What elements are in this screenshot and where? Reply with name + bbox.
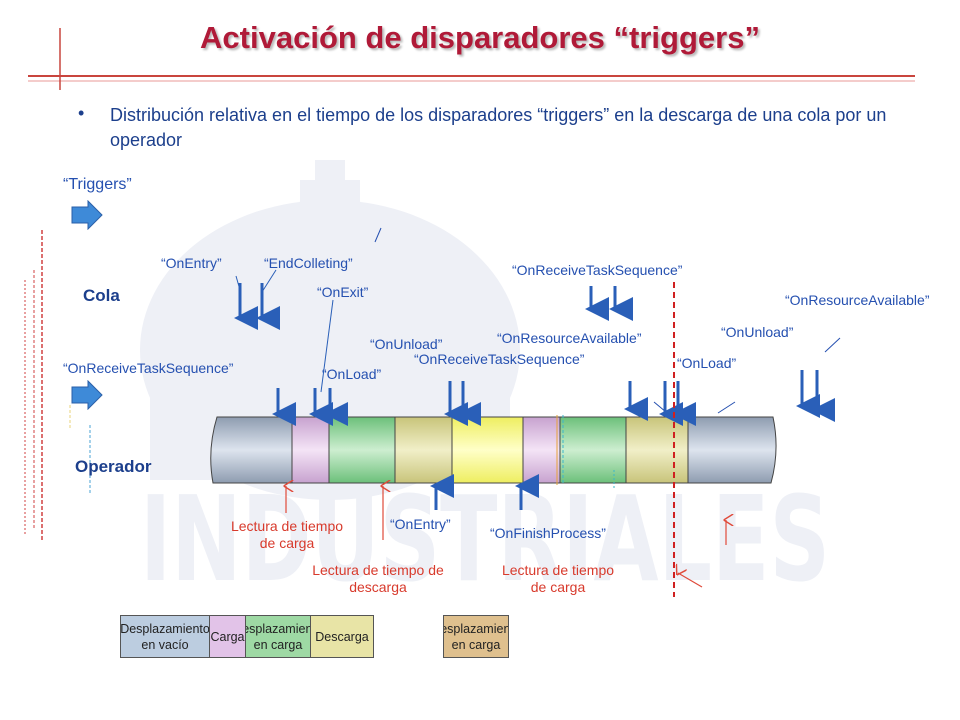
operador-label: Operador bbox=[75, 457, 152, 476]
trigger-label-onreceive-mid: “OnReceiveTaskSequence” bbox=[414, 351, 585, 367]
segment-unload-1 bbox=[394, 416, 453, 484]
triggers-label: “Triggers” bbox=[63, 176, 132, 193]
legend-unload: Descarga bbox=[310, 615, 374, 658]
trigger-label-onload-2: “OnLoad” bbox=[677, 355, 737, 371]
trigger-label-onload-1: “OnLoad” bbox=[322, 366, 382, 382]
reading-carga-2: Lectura de tiempo de carga bbox=[501, 562, 615, 595]
cola-label: Cola bbox=[83, 286, 120, 305]
legend-loaded-travel: Desplazamiento en carga bbox=[245, 615, 311, 658]
trigger-label-onunload-1: “OnUnload” bbox=[370, 336, 443, 352]
trigger-label-onunload-2: “OnUnload” bbox=[721, 324, 794, 340]
segment-empty-travel-2 bbox=[687, 416, 777, 484]
reading-descarga: Lectura de tiempo de descarga bbox=[312, 562, 444, 595]
legend-label: Desplazamiento en vacío bbox=[120, 621, 210, 652]
segment-unload-2 bbox=[625, 416, 689, 484]
trigger-label-onresource-mid: “OnResourceAvailable” bbox=[497, 330, 642, 346]
legend-empty-travel: Desplazamiento en vacío bbox=[120, 615, 210, 658]
trigger-label-onfinish: “OnFinishProcess” bbox=[490, 525, 606, 541]
legend-loaded-travel-2: Desplazamiento en carga bbox=[443, 615, 509, 658]
segment-empty-travel-1 bbox=[210, 416, 293, 484]
legend-label: Desplazamiento en carga bbox=[444, 621, 508, 652]
trigger-label-onexit: “OnExit” bbox=[317, 284, 369, 300]
bullet-point-icon: • bbox=[78, 103, 85, 123]
legend-load: Carga bbox=[209, 615, 246, 658]
trigger-label-onentry-top: “OnEntry” bbox=[161, 255, 222, 271]
legend-label: Descarga bbox=[315, 629, 369, 644]
triggers-arrow-icon bbox=[71, 200, 103, 230]
trigger-label-onentry-bottom: “OnEntry” bbox=[390, 516, 451, 532]
bullet-text: Distribución relativa en el tiempo de lo… bbox=[110, 105, 887, 150]
operator-arrow-icon bbox=[71, 380, 103, 410]
trigger-label-onreceive-top: “OnReceiveTaskSequence” bbox=[512, 262, 683, 278]
legend-label: Desplazamiento en carga bbox=[246, 621, 310, 652]
legend-label: Carga bbox=[210, 629, 245, 644]
trigger-label-onresource-right: “OnResourceAvailable” bbox=[785, 292, 930, 308]
operator-timeline bbox=[210, 415, 777, 488]
trigger-label-endcolleting: “EndColleting” bbox=[264, 255, 353, 271]
watermark-text: INDUSTRIALES bbox=[140, 470, 830, 608]
segment-unload-yellow bbox=[451, 416, 524, 484]
page-title: Activación de disparadores “triggers” bbox=[200, 20, 760, 55]
trigger-label-onreceive-left: “OnReceiveTaskSequence” bbox=[63, 360, 234, 376]
reading-carga-1: Lectura de tiempo de carga bbox=[230, 518, 344, 551]
